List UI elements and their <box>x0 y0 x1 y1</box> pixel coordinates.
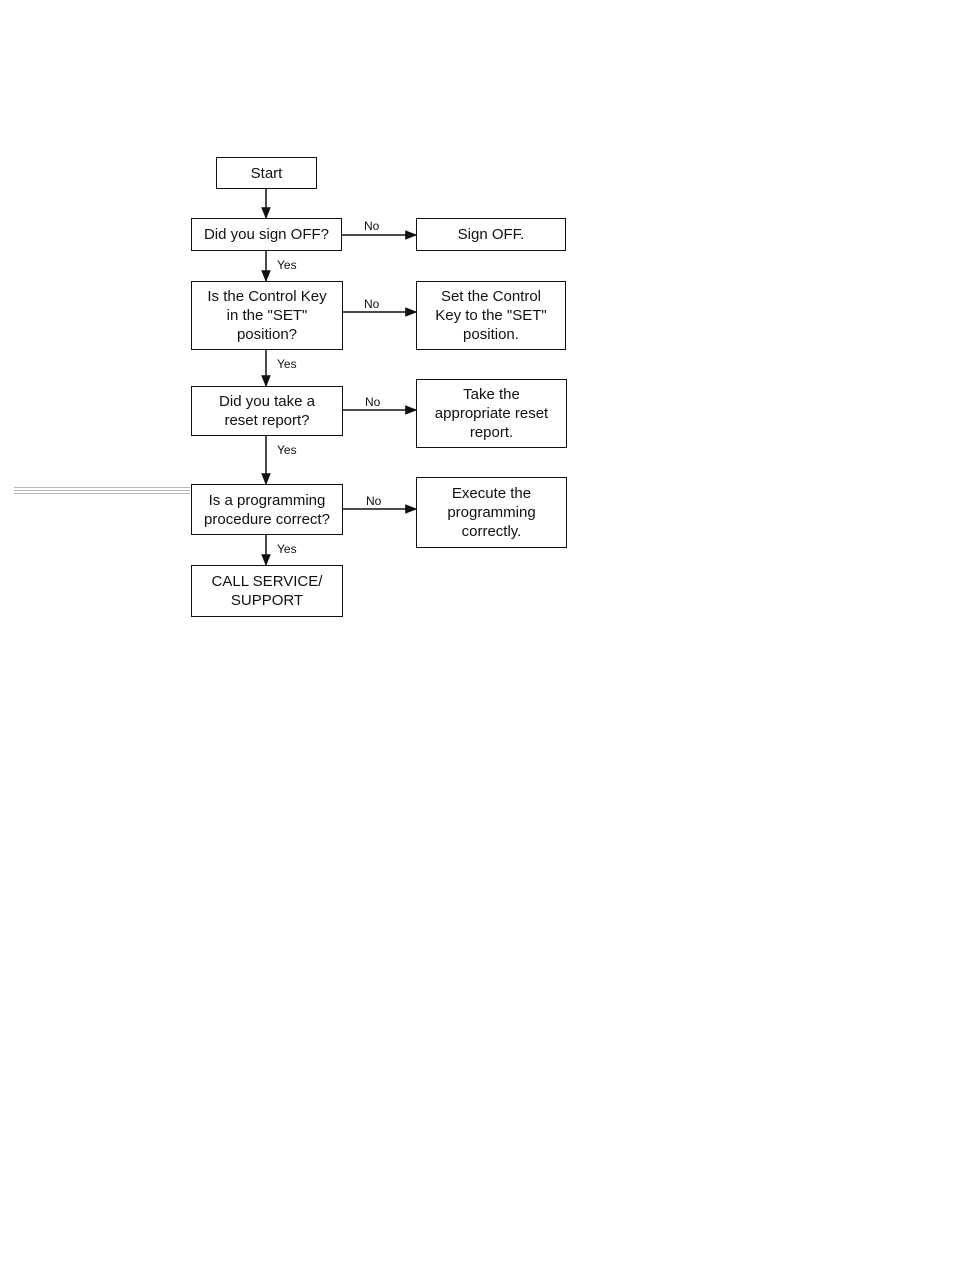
no-label: No <box>366 494 382 508</box>
yes-label: Yes <box>277 258 297 272</box>
no-label: No <box>364 219 380 233</box>
action-programming: Execute the programming correctly. <box>416 477 567 548</box>
yes-label: Yes <box>277 443 297 457</box>
yes-label: Yes <box>277 357 297 371</box>
scan-artifact-line <box>14 487 190 488</box>
action-reset-report: Take the appropriate reset report. <box>416 379 567 448</box>
action-control-key: Set the Control Key to the "SET" positio… <box>416 281 566 350</box>
scan-artifact-line <box>14 490 190 491</box>
action-sign-off: Sign OFF. <box>416 218 566 251</box>
question-reset-report: Did you take a reset report? <box>191 386 343 436</box>
question-control-key: Is the Control Key in the "SET" position… <box>191 281 343 350</box>
end-call-service: CALL SERVICE/ SUPPORT <box>191 565 343 617</box>
yes-label: Yes <box>277 542 297 556</box>
question-programming: Is a programming procedure correct? <box>191 484 343 535</box>
scan-artifact-line <box>14 493 190 494</box>
start-box: Start <box>216 157 317 189</box>
no-label: No <box>364 297 380 311</box>
question-sign-off: Did you sign OFF? <box>191 218 342 251</box>
no-label: No <box>365 395 381 409</box>
